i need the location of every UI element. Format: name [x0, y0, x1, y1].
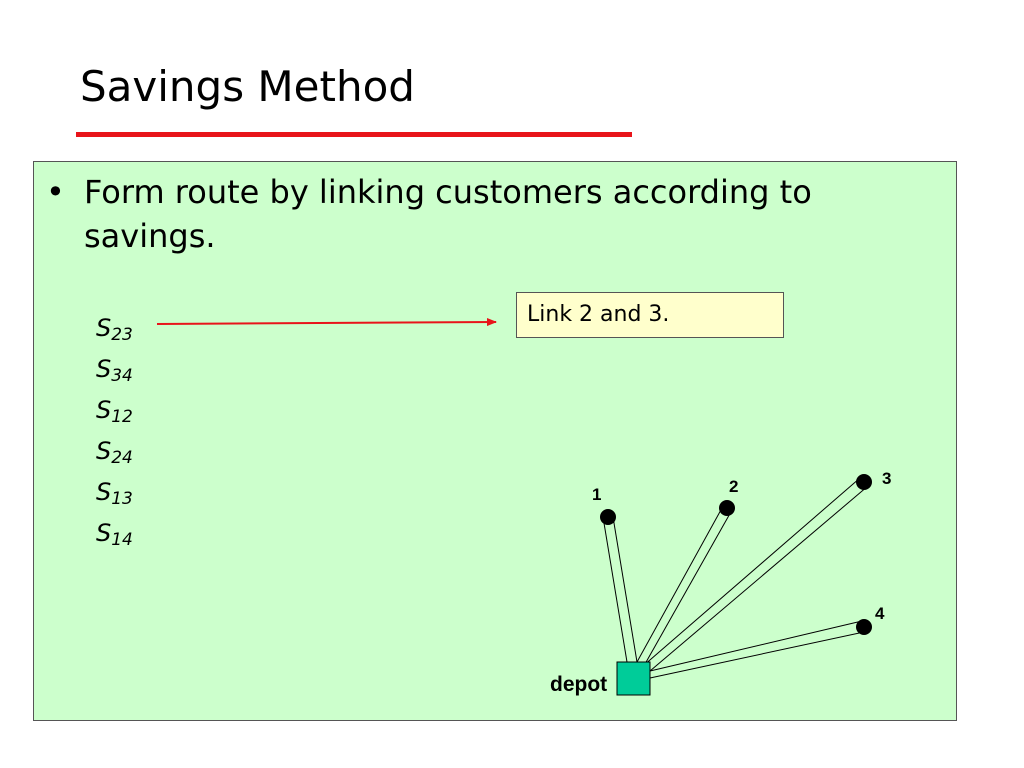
savings-arrow — [156, 318, 497, 327]
route-edge-1 — [602, 516, 638, 663]
route-edge-4 — [649, 620, 865, 679]
depot-node — [616, 661, 651, 696]
customer-label-2: 2 — [729, 477, 738, 496]
customer-label-1: 1 — [592, 485, 601, 504]
savings-subscript: 23 — [111, 325, 133, 345]
savings-letter: S — [96, 314, 112, 342]
savings-subscript: 24 — [111, 448, 133, 468]
savings-letter: S — [96, 396, 112, 424]
customer-label-4: 4 — [875, 604, 885, 623]
savings-letter: S — [96, 478, 112, 506]
bullet-point: • Form route by linking customers accord… — [46, 170, 906, 258]
savings-subscript: 12 — [111, 407, 133, 427]
route-edge-2 — [636, 507, 733, 665]
savings-letter: S — [96, 437, 112, 465]
customer-node-2 — [719, 500, 735, 516]
bullet-dot-icon: • — [46, 173, 65, 211]
savings-item: S34 — [96, 349, 133, 390]
bullet-text: Form route by linking customers accordin… — [84, 173, 812, 255]
savings-item: S13 — [96, 472, 133, 513]
page-title: Savings Method — [80, 62, 415, 111]
savings-item: S14 — [96, 513, 133, 554]
note-box: Link 2 and 3. — [516, 292, 784, 338]
savings-item: S12 — [96, 390, 133, 431]
savings-subscript: 13 — [111, 489, 133, 509]
savings-letter: S — [96, 355, 112, 383]
depot-label: depot — [550, 673, 607, 696]
savings-item: S24 — [96, 431, 133, 472]
savings-list: S23 S34 S12 S24 S13 S14 — [96, 308, 133, 554]
savings-item: S23 — [96, 308, 133, 349]
savings-subscript: 14 — [111, 530, 133, 550]
savings-letter: S — [96, 519, 112, 547]
customer-label-3: 3 — [882, 469, 891, 488]
route-edge-3 — [642, 477, 869, 672]
savings-subscript: 34 — [111, 366, 133, 386]
customer-node-4 — [856, 619, 872, 635]
customer-node-1 — [600, 509, 616, 525]
customer-node-3 — [856, 474, 872, 490]
title-underline — [76, 132, 632, 137]
content-box: • Form route by linking customers accord… — [33, 161, 957, 721]
